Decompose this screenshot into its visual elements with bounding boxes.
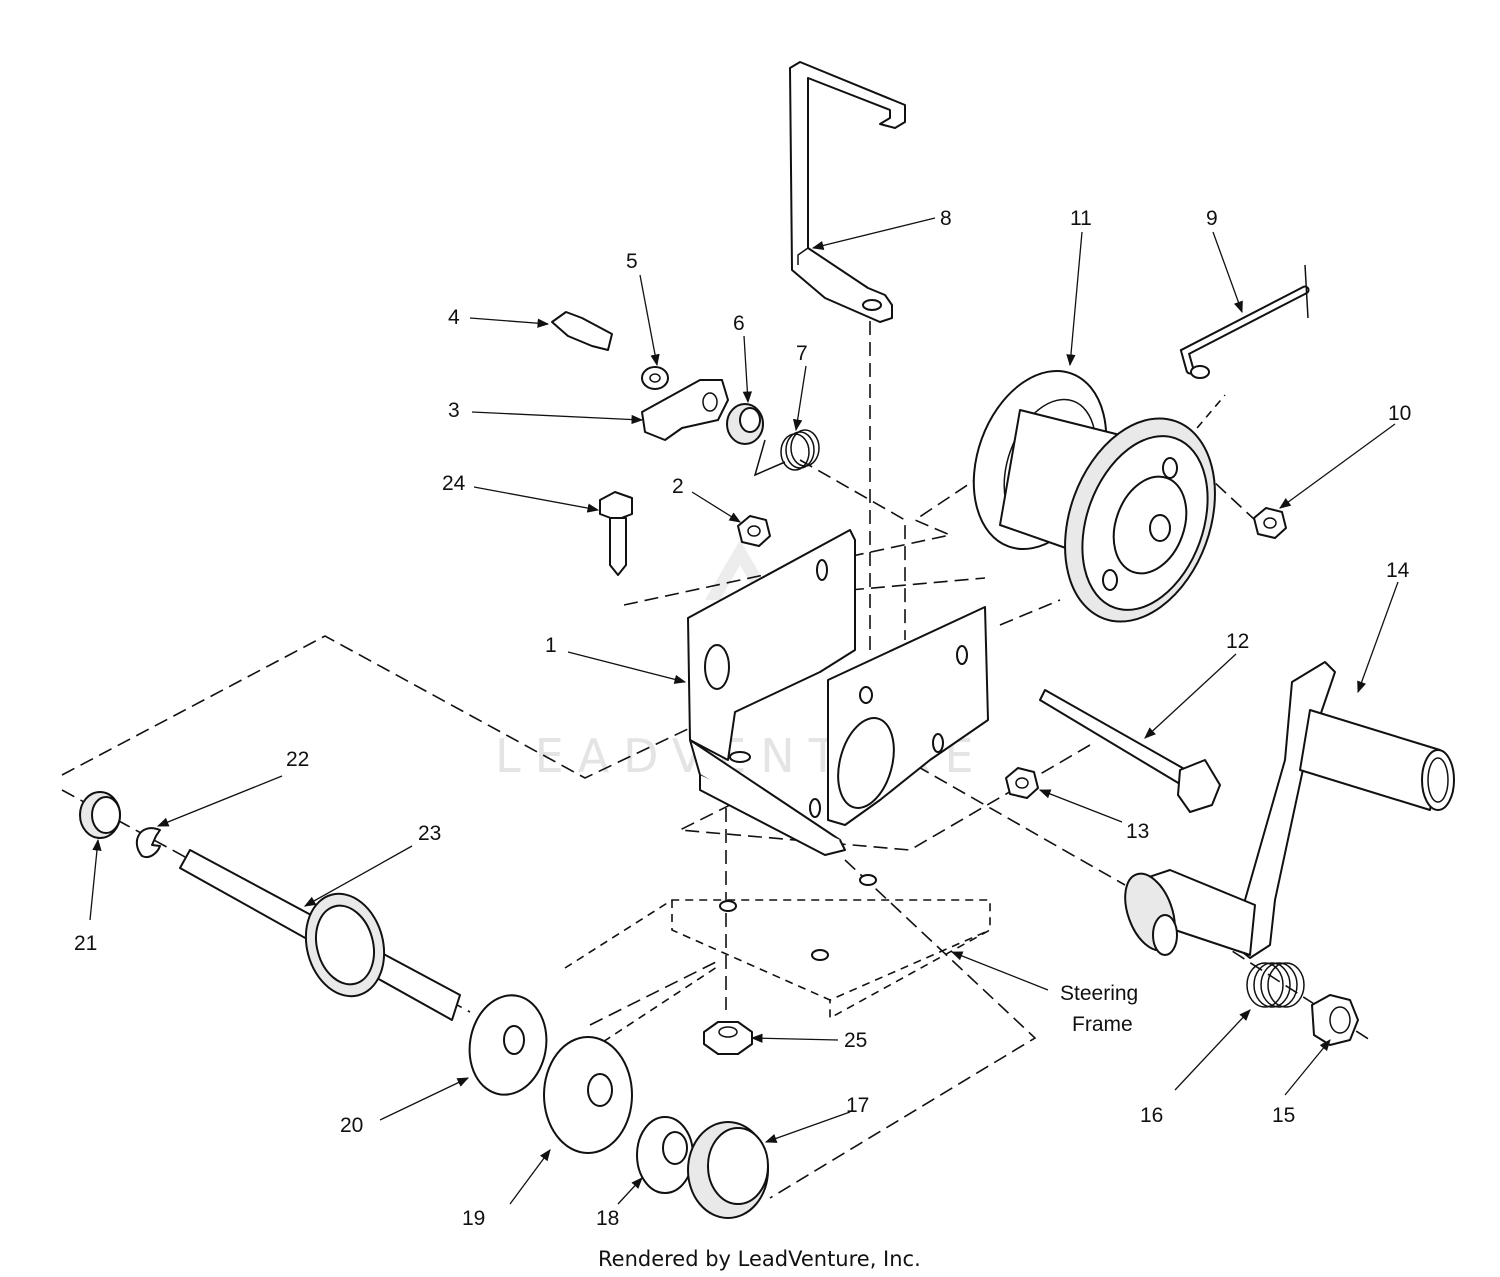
part-4-bolt bbox=[551, 311, 613, 351]
part-23-shaft bbox=[179, 849, 461, 1021]
callout-8: 8 bbox=[940, 207, 952, 230]
callout-numbers: 1 2 3 4 5 6 7 8 9 10 11 12 13 14 15 16 1… bbox=[74, 207, 1411, 1230]
callout-1: 1 bbox=[545, 634, 557, 657]
part-20-washer bbox=[468, 994, 548, 1096]
callout-3: 3 bbox=[448, 399, 460, 422]
part-10-nut bbox=[1253, 507, 1287, 539]
part-24-screw bbox=[599, 491, 633, 576]
part-2-nut bbox=[737, 515, 771, 547]
parts-3-to-7 bbox=[551, 311, 820, 477]
part-15-nut bbox=[1311, 994, 1359, 1046]
part-13-nut bbox=[1005, 767, 1039, 799]
part-21-bushing bbox=[79, 791, 121, 839]
callout-7: 7 bbox=[796, 342, 808, 365]
part-16-spring bbox=[1246, 962, 1305, 1008]
callout-leaders bbox=[89, 217, 1399, 1205]
callout-20: 20 bbox=[340, 1114, 363, 1137]
callout-14: 14 bbox=[1386, 559, 1410, 582]
part-1-frame bbox=[687, 529, 989, 856]
callout-5: 5 bbox=[626, 250, 638, 273]
callout-10: 10 bbox=[1388, 402, 1411, 425]
callout-17: 17 bbox=[846, 1094, 869, 1117]
callout-4: 4 bbox=[448, 306, 460, 329]
part-9-cable bbox=[1179, 264, 1310, 379]
part-8-bracket bbox=[789, 61, 906, 323]
part-22-eclip bbox=[135, 827, 161, 858]
callout-19: 19 bbox=[462, 1207, 485, 1230]
callout-21: 21 bbox=[74, 932, 97, 955]
callout-6: 6 bbox=[733, 312, 745, 335]
callout-18: 18 bbox=[596, 1207, 619, 1230]
part-7-spring bbox=[753, 429, 820, 477]
part-17-bearing bbox=[687, 1121, 769, 1219]
part-25-nut bbox=[703, 1021, 753, 1055]
callout-12: 12 bbox=[1226, 630, 1249, 653]
part-11-drum bbox=[972, 369, 1216, 623]
callout-11: 11 bbox=[1070, 207, 1092, 230]
callout-2: 2 bbox=[672, 475, 684, 498]
nuts bbox=[737, 507, 1287, 799]
callout-23: 23 bbox=[418, 822, 441, 845]
callout-15: 15 bbox=[1272, 1104, 1295, 1127]
steering-frame-label-line2: Frame bbox=[1072, 1013, 1133, 1036]
footer-credit: Rendered by LeadVenture, Inc. bbox=[598, 1247, 921, 1271]
part-19-sprocket bbox=[543, 1036, 633, 1154]
callout-25: 25 bbox=[844, 1029, 867, 1052]
callout-22: 22 bbox=[286, 748, 309, 771]
part-5-washer bbox=[641, 366, 669, 390]
part-14-crank bbox=[1124, 661, 1455, 959]
steering-frame-label-line1: Steering bbox=[1060, 982, 1138, 1005]
callout-16: 16 bbox=[1140, 1104, 1163, 1127]
callout-13: 13 bbox=[1126, 820, 1149, 843]
callout-24: 24 bbox=[442, 472, 466, 495]
callout-9: 9 bbox=[1206, 207, 1218, 230]
part-18-washer bbox=[636, 1116, 694, 1194]
steering-frame-plate bbox=[719, 874, 877, 961]
part-12-bolt bbox=[1039, 689, 1221, 813]
